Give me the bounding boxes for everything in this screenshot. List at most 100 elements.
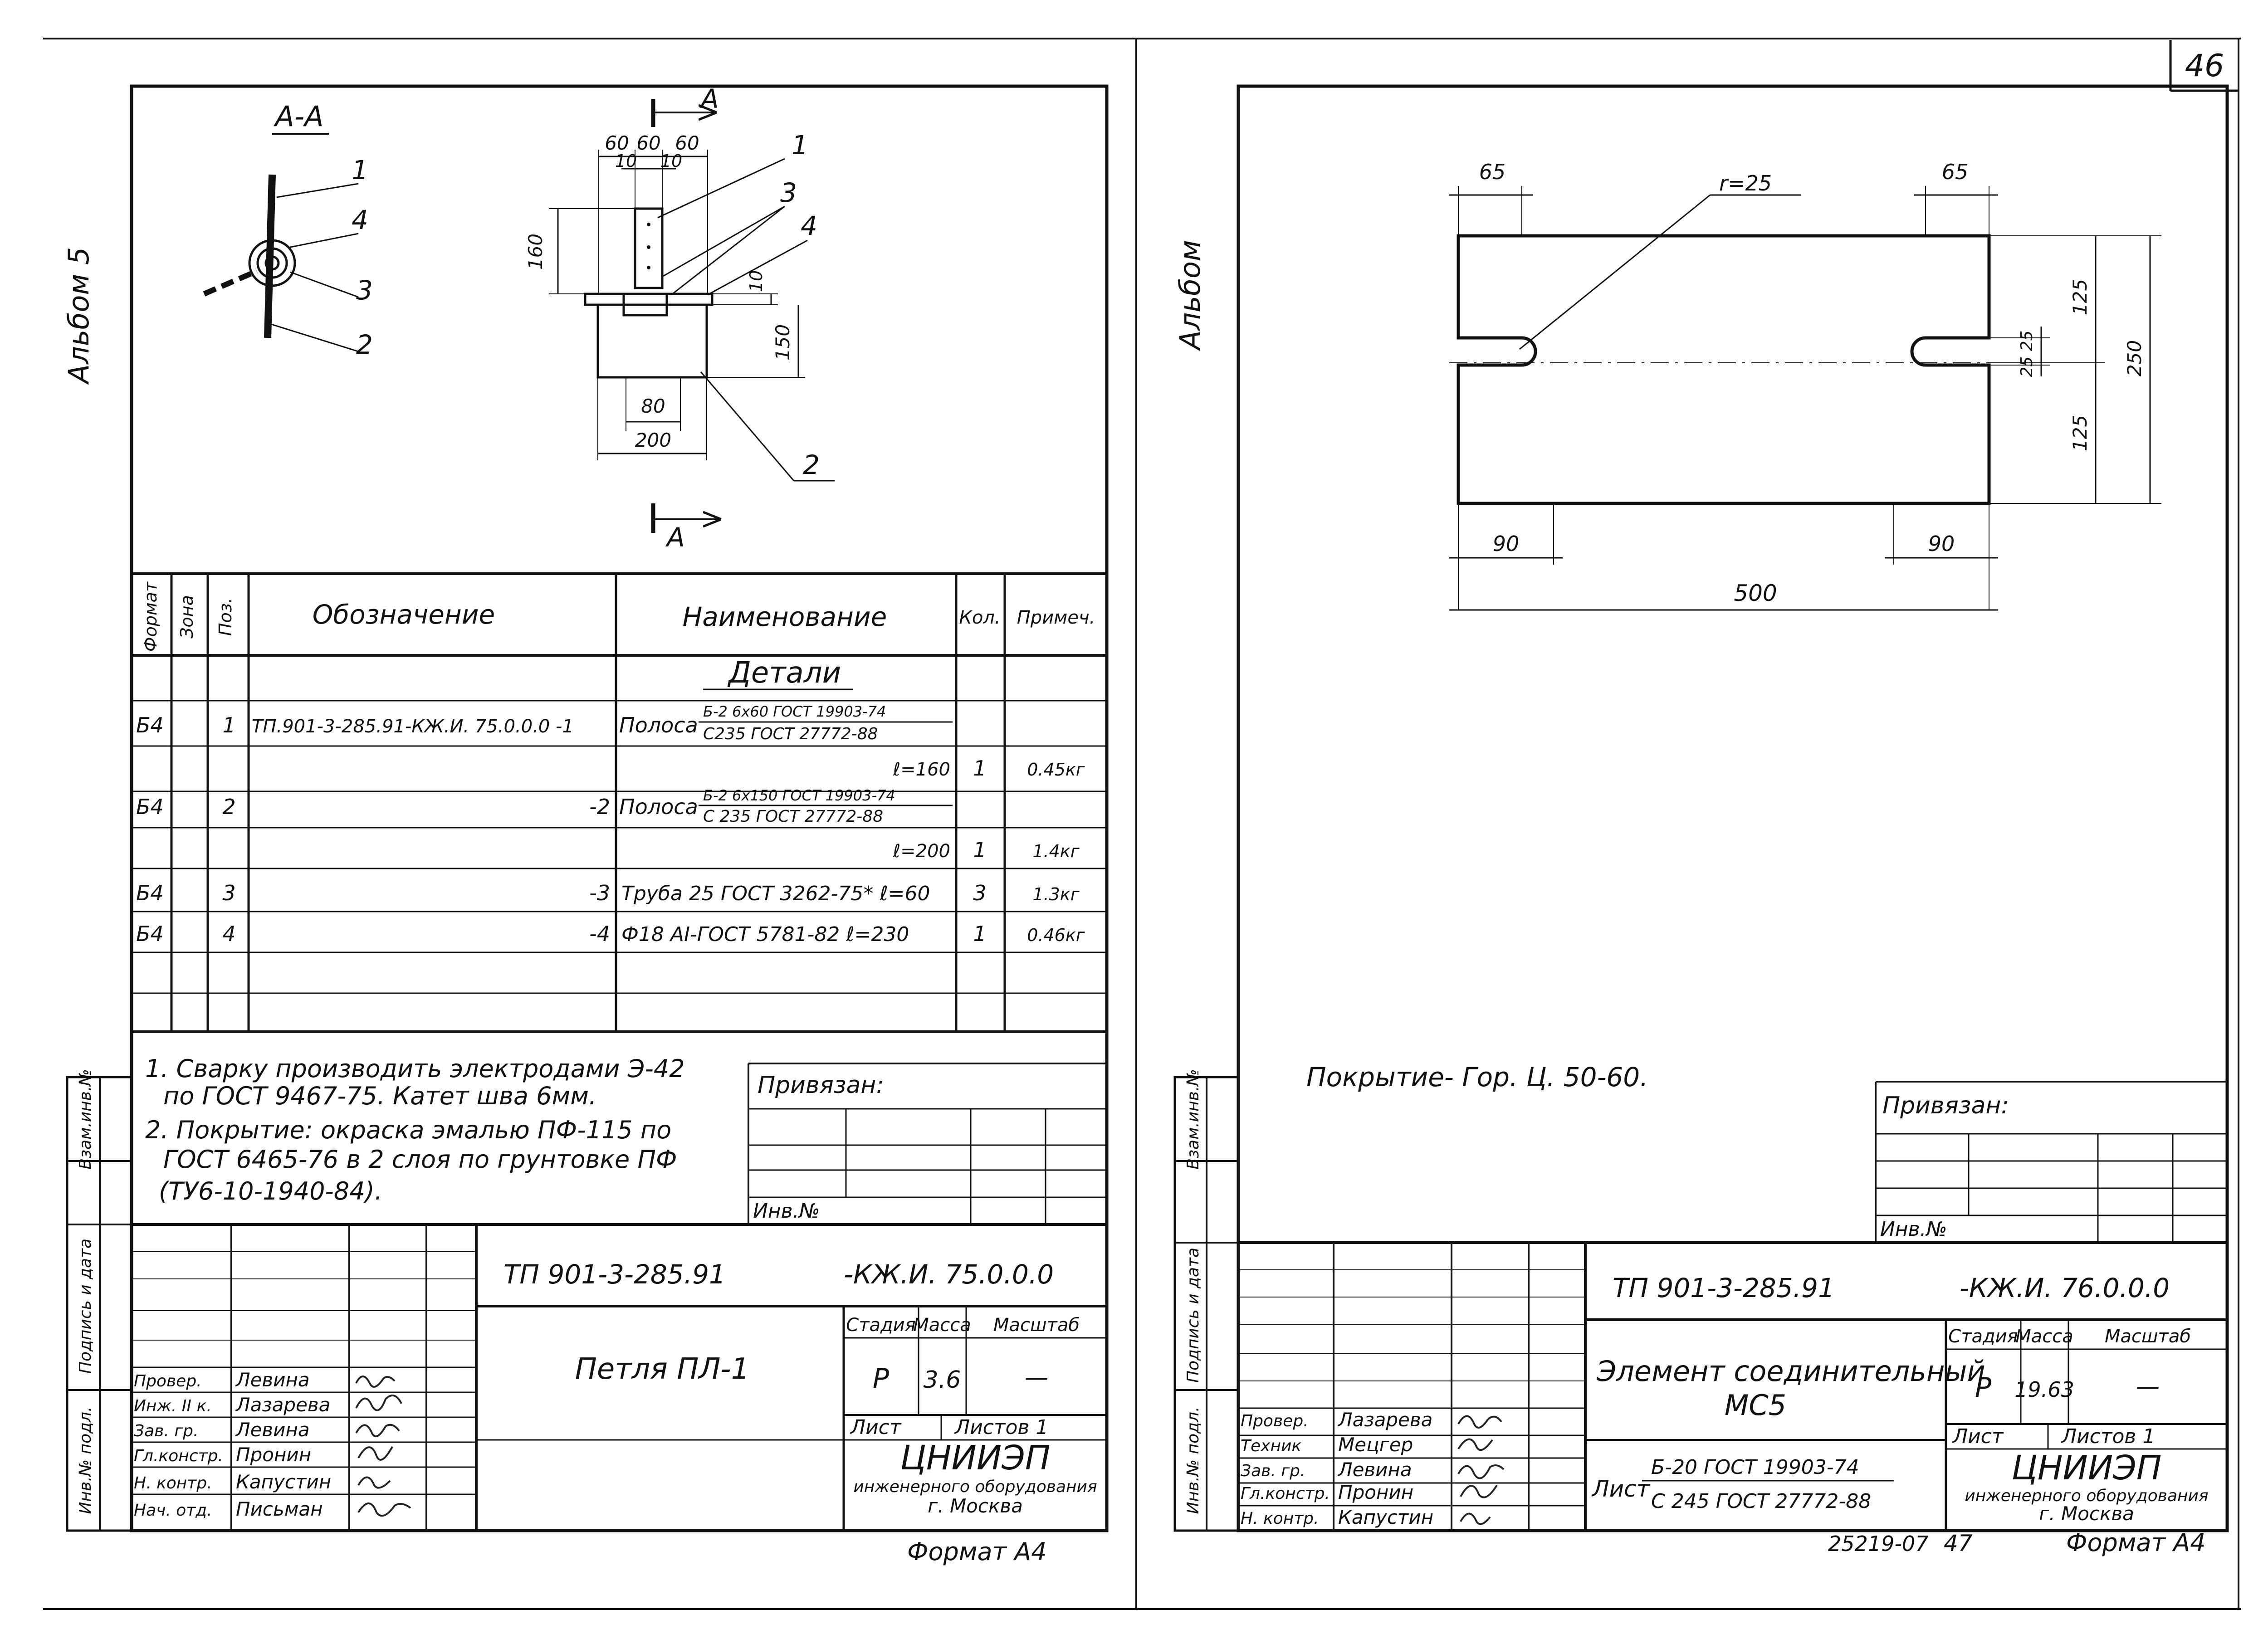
signatures — [1457, 1415, 1505, 1525]
svg-text:19.63: 19.63 — [2014, 1377, 2074, 1402]
svg-text:Листов 1: Листов 1 — [954, 1416, 1048, 1439]
svg-text:г. Москва: г. Москва — [2039, 1502, 2134, 1525]
page-number: 46 — [2169, 40, 2239, 92]
svg-text:Б4: Б4 — [136, 795, 164, 819]
archive-page: 47 — [1944, 1530, 1973, 1556]
svg-text:Р: Р — [1975, 1372, 1992, 1404]
svg-text:Гл.констр.: Гл.констр. — [134, 1447, 223, 1465]
svg-text:Левина: Левина — [1337, 1458, 1412, 1481]
svg-text:10: 10 — [746, 270, 766, 292]
svg-text:Подпись и дата: Подпись и дата — [76, 1239, 95, 1374]
svg-text:Лазарева: Лазарева — [235, 1394, 330, 1416]
svg-text:Инв.№: Инв.№ — [1880, 1218, 1947, 1241]
svg-text:Взам.инв.№: Взам.инв.№ — [76, 1069, 95, 1170]
svg-text:1: 1 — [352, 155, 368, 185]
svg-text:Наименование: Наименование — [683, 601, 887, 632]
svg-text:60: 60 — [605, 132, 629, 154]
svg-text:Лист: Лист — [850, 1416, 902, 1439]
left-sheet: Альбом 5 А-А 1 4 3 2 А А — [62, 83, 1109, 1566]
right-side-stamp: Инв.№ подл. Подпись и дата Взам.инв.№ — [1173, 1069, 1240, 1532]
svg-text:125: 125 — [2069, 415, 2091, 451]
svg-text:90: 90 — [1493, 532, 1520, 556]
svg-text:Обозначение: Обозначение — [313, 599, 495, 630]
album-label: Альбом — [1173, 240, 1207, 351]
format-label: Формат А4 — [2066, 1528, 2206, 1557]
svg-text:65: 65 — [1479, 160, 1506, 184]
svg-text:1: 1 — [973, 756, 986, 780]
svg-text:Инв.№ подл.: Инв.№ подл. — [1184, 1407, 1202, 1514]
left-notes: 1. Сварку производить электродами Э-42 п… — [145, 1054, 685, 1205]
svg-text:25 25: 25 25 — [2018, 330, 2036, 377]
svg-text:Письман: Письман — [236, 1498, 323, 1520]
svg-text:Техник: Техник — [1241, 1437, 1301, 1455]
svg-text:А: А — [665, 522, 685, 553]
svg-text:46: 46 — [2185, 48, 2224, 84]
svg-text:2: 2 — [356, 329, 373, 360]
svg-text:Мецгер: Мецгер — [1338, 1434, 1413, 1456]
svg-text:С 245 ГОСТ 27772-88: С 245 ГОСТ 27772-88 — [1651, 1490, 1871, 1513]
svg-text:3: 3 — [222, 881, 235, 905]
svg-text:Формат: Формат — [141, 581, 161, 652]
svg-text:-3: -3 — [589, 881, 610, 905]
svg-text:Нач. отд.: Нач. отд. — [134, 1501, 212, 1520]
spec-table: Формат Зона Поз. Обозначение Наименовани… — [132, 572, 1107, 1033]
svg-text:160: 160 — [524, 234, 547, 270]
svg-text:80: 80 — [641, 395, 665, 417]
svg-text:1: 1 — [973, 838, 986, 862]
svg-text:Кол.: Кол. — [959, 607, 1000, 628]
svg-text:250: 250 — [2123, 340, 2146, 376]
svg-text:ℓ=200: ℓ=200 — [893, 841, 950, 862]
svg-text:Левина: Левина — [235, 1419, 310, 1441]
svg-text:Лист: Лист — [1952, 1425, 2004, 1448]
svg-text:Стадия: Стадия — [846, 1315, 915, 1336]
svg-text:1.4кг: 1.4кг — [1032, 841, 1080, 861]
svg-text:Лазарева: Лазарева — [1337, 1409, 1432, 1431]
right-binding-block: Привязан: Инв.№ — [1875, 1081, 2227, 1243]
spec-group-heading: Детали — [727, 656, 841, 690]
svg-text:1: 1 — [222, 713, 235, 737]
svg-text:4: 4 — [222, 922, 235, 946]
svg-text:1. Сварку производить электрод: 1. Сварку производить электродами Э-42 — [145, 1054, 685, 1083]
svg-text:200: 200 — [635, 429, 671, 451]
svg-text:ГОСТ 6465-76 в 2 слоя по грун: ГОСТ 6465-76 в 2 слоя по грунтовке ПФ — [163, 1145, 677, 1174]
svg-text:Масса: Масса — [2015, 1326, 2073, 1347]
drawing-title: Петля ПЛ-1 — [575, 1352, 750, 1386]
svg-text:—: — — [2136, 1373, 2160, 1400]
svg-text:4: 4 — [352, 205, 368, 235]
svg-text:Лист: Лист — [1591, 1476, 1651, 1502]
svg-text:0.46кг: 0.46кг — [1027, 925, 1085, 945]
left-binding-block: Привязан: Инв.№ — [748, 1063, 1107, 1224]
svg-text:Инв.№ подл.: Инв.№ подл. — [76, 1407, 95, 1514]
svg-text:3.6: 3.6 — [924, 1366, 961, 1394]
drawing-code-suffix: -КЖ.И. 75.0.0.0 — [844, 1259, 1054, 1290]
svg-text:Гл.констр.: Гл.констр. — [1241, 1484, 1330, 1503]
svg-text:г. Москва: г. Москва — [928, 1495, 1023, 1517]
svg-text:—: — — [1025, 1364, 1048, 1391]
drawing-code: ТП 901-3-285.91 — [503, 1259, 726, 1290]
section-a-a-view: А-А 1 4 3 2 — [203, 100, 373, 360]
svg-text:Левина: Левина — [235, 1369, 310, 1391]
svg-text:Полоса: Полоса — [619, 795, 698, 819]
svg-text:500: 500 — [1734, 580, 1777, 606]
svg-text:Подпись и дата: Подпись и дата — [1184, 1248, 1202, 1383]
svg-text:-2: -2 — [589, 795, 610, 819]
svg-text:С235 ГОСТ 27772-88: С235 ГОСТ 27772-88 — [703, 725, 878, 743]
svg-text:А: А — [699, 83, 719, 114]
right-sheet: Альбом 65 65 r=25 — [1173, 84, 2229, 1557]
svg-text:2: 2 — [222, 795, 235, 819]
drawing-code-suffix: -КЖ.И. 76.0.0.0 — [1960, 1273, 2170, 1303]
svg-text:Б4: Б4 — [136, 922, 164, 946]
svg-text:Примеч.: Примеч. — [1017, 607, 1095, 628]
svg-text:Инв.№: Инв.№ — [753, 1200, 820, 1223]
svg-text:Зав. гр.: Зав. гр. — [134, 1422, 198, 1440]
svg-text:1: 1 — [973, 922, 986, 946]
svg-text:Н. контр.: Н. контр. — [1241, 1509, 1319, 1528]
svg-text:Привязан:: Привязан: — [1882, 1092, 2009, 1119]
svg-text:Пронин: Пронин — [1338, 1481, 1413, 1503]
drawing-code: ТП 901-3-285.91 — [1613, 1273, 1835, 1303]
svg-text:Б-2 6х150 ГОСТ 19903-74: Б-2 6х150 ГОСТ 19903-74 — [703, 787, 895, 804]
svg-text:Провер.: Провер. — [134, 1372, 202, 1390]
album-label: Альбом 5 — [62, 247, 95, 385]
svg-text:Провер.: Провер. — [1241, 1412, 1309, 1430]
